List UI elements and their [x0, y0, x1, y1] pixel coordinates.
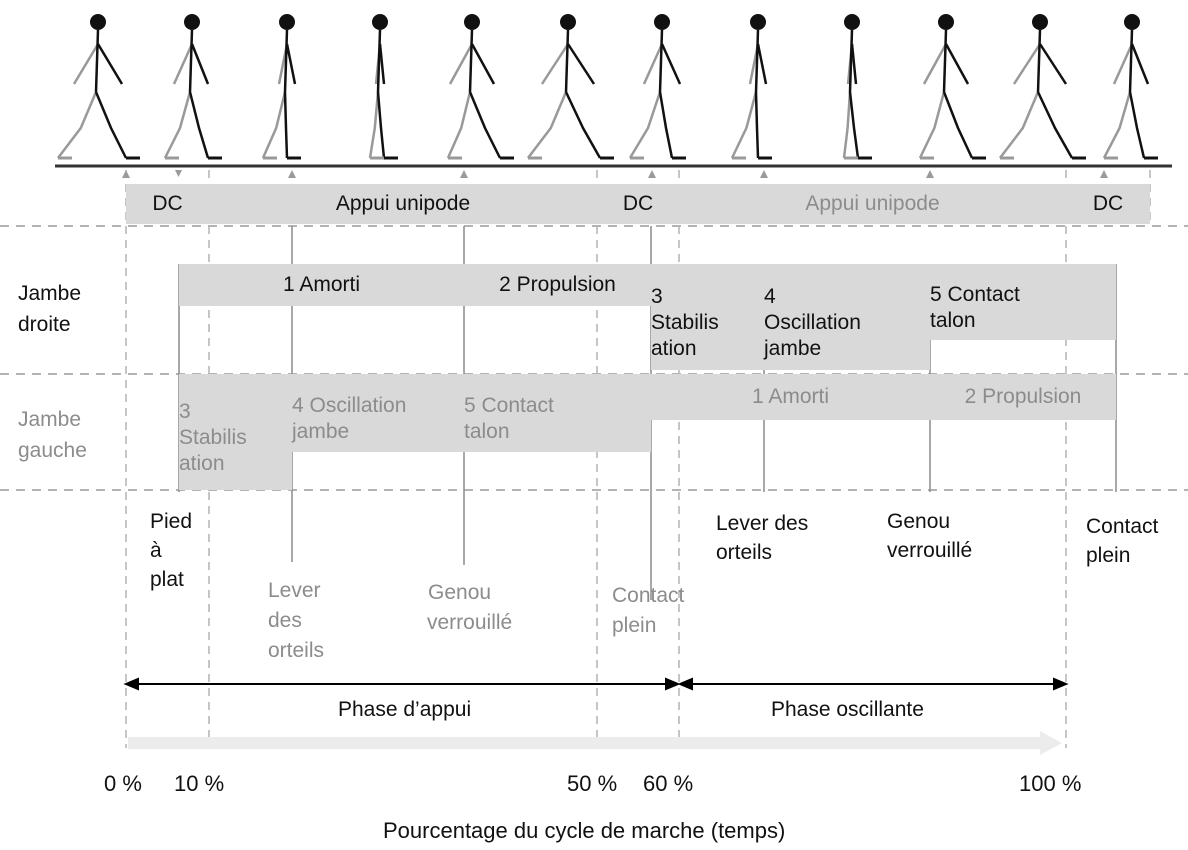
walking-stick-figure: [730, 14, 772, 160]
percent-guides: [125, 170, 1151, 748]
double-contact-box-3: DC: [1066, 184, 1150, 224]
left-stabilisation-line: ation: [179, 452, 225, 475]
event-left-contact-plein: Contact plein: [612, 581, 684, 641]
left-amorti-box: 1 Amorti: [651, 374, 930, 420]
time-axis-arrow: [128, 731, 1062, 755]
right-oscillation-box: 4 Oscillation jambe: [764, 264, 930, 370]
left-contact-talon-line: 5 Contact: [464, 394, 554, 417]
single-support-box-left: Appui unipode: [679, 184, 1066, 224]
dc-label: DC: [622, 192, 654, 215]
walking-stick-figure: [527, 14, 614, 160]
event-line: Contact: [1086, 515, 1159, 538]
left-oscillation-box: 4 Oscillation jambe: [292, 374, 464, 452]
phase-oscillante-label: Phase oscillante: [771, 698, 924, 721]
event-line: à: [150, 539, 162, 562]
left-contact-talon-box: 5 Contact talon: [464, 374, 651, 452]
event-line: verrouillé: [887, 539, 973, 562]
right-amorti-box: 1 Amorti: [179, 264, 464, 306]
right-contact-talon-line: talon: [930, 309, 976, 332]
walking-stick-figure: [999, 14, 1086, 160]
event-line: orteils: [716, 541, 773, 564]
left-stabilisation-box: 3 Stabilis ation: [179, 374, 292, 490]
right-stabilisation-line: ation: [651, 337, 697, 360]
single-support-label: Appui unipode: [335, 192, 471, 215]
left-contact-talon-line: talon: [464, 420, 510, 443]
right-stabilisation-box: 3 Stabilis ation: [651, 264, 764, 370]
tick-50: 50 %: [567, 771, 618, 796]
right-propulsion-label: 2 Propulsion: [499, 273, 616, 296]
row-label-right-leg: Jambe droite: [18, 278, 81, 340]
right-oscillation-line: jambe: [764, 337, 822, 360]
phase-arrows: [123, 677, 1069, 691]
left-oscillation-line: jambe: [292, 420, 350, 443]
single-support-box-right: Appui unipode: [209, 184, 597, 224]
row-label-line: droite: [18, 313, 71, 336]
dc-label: DC: [152, 192, 183, 215]
left-propulsion-box: 2 Propulsion: [930, 374, 1116, 420]
event-line: orteils: [268, 639, 325, 662]
event-left-genou-verrouille: Genou verrouillé: [427, 578, 512, 638]
right-stabilisation-line: Stabilis: [651, 311, 719, 334]
walking-stick-figure: [261, 14, 301, 160]
event-line: Contact: [612, 584, 685, 607]
row-label-left-leg: Jambe gauche: [18, 404, 87, 466]
double-contact-box-2: DC: [597, 184, 679, 224]
event-line: des: [268, 609, 302, 632]
right-contact-talon-line: 5 Contact: [930, 283, 1020, 306]
event-right-lever-orteils: Lever des orteils: [716, 509, 808, 567]
right-contact-talon-box: 5 Contact talon: [930, 264, 1116, 340]
row-label-line: gauche: [18, 439, 87, 462]
single-support-label: Appui unipode: [805, 192, 940, 215]
double-contact-box-1: DC: [126, 184, 209, 224]
right-propulsion-box: 2 Propulsion: [464, 264, 651, 306]
walking-stick-figure: [57, 14, 140, 160]
right-amorti-label: 1 Amorti: [282, 273, 361, 296]
event-line: plat: [150, 568, 184, 591]
walking-stick-figure: [842, 14, 872, 160]
right-oscillation-line: Oscillation: [764, 311, 861, 334]
tick-10: 10 %: [174, 771, 225, 796]
event-right-contact-plein: Contact plein: [1086, 512, 1158, 570]
event-line: Genou: [428, 581, 492, 604]
right-oscillation-line: 4: [764, 285, 776, 308]
dc-label: DC: [1092, 192, 1124, 215]
right-stabilisation-line: 3: [651, 285, 663, 308]
walking-stick-figure: [368, 14, 398, 160]
walking-stick-figure: [1102, 14, 1158, 160]
walking-stick-figure: [163, 14, 222, 160]
left-amorti-label: 1 Amorti: [751, 385, 830, 408]
row-label-line: Jambe: [18, 408, 82, 431]
event-left-lever-orteils: Lever des orteils: [268, 576, 324, 666]
left-stabilisation-line: Stabilis: [179, 426, 247, 449]
event-right-genou-verrouille: Genou verrouillé: [887, 507, 972, 565]
row-label-line: Jambe: [18, 282, 82, 305]
event-line: Lever des: [716, 512, 809, 535]
walking-stick-figure: [628, 14, 686, 160]
axis-title: Pourcentage du cycle de marche (temps): [383, 818, 786, 843]
event-line: plein: [612, 614, 657, 637]
event-line: verrouillé: [427, 611, 513, 634]
left-stabilisation-line: 3: [179, 400, 191, 423]
walking-stick-figure-icon: [57, 14, 1158, 160]
left-propulsion-label: 2 Propulsion: [964, 385, 1082, 408]
event-line: Pied: [150, 510, 193, 533]
event-line: Genou: [887, 510, 951, 533]
tick-0: 0 %: [104, 771, 142, 796]
event-pied-plat: Pied à plat: [150, 507, 192, 594]
event-pointer-arrows: [122, 170, 1108, 178]
tick-60: 60 %: [643, 771, 694, 796]
left-oscillation-line: 4 Oscillation: [292, 394, 407, 417]
tick-100: 100 %: [1019, 771, 1082, 796]
event-line: plein: [1086, 544, 1131, 567]
phase-appui-label: Phase d’appui: [338, 698, 472, 721]
walking-stick-figure: [918, 14, 986, 160]
event-line: Lever: [268, 579, 321, 602]
walking-stick-figure: [446, 14, 514, 160]
